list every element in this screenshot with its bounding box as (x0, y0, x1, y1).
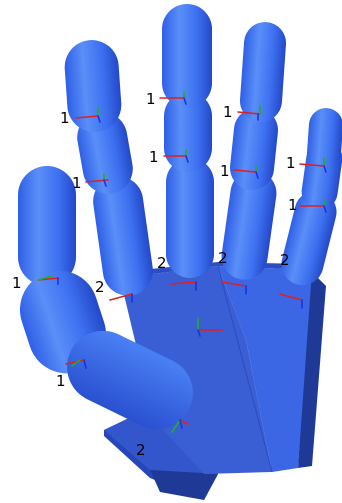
ring-finger (219, 21, 288, 283)
index-finger (63, 38, 156, 299)
label-middle-distal: 1 (146, 90, 156, 108)
label-index-distal: 1 (60, 109, 70, 127)
label-mcp-ring: 2 (218, 249, 228, 267)
label-thumb-mid: 1 (12, 274, 22, 292)
label-index-proximal: 1 (72, 174, 82, 192)
middle-finger (162, 4, 214, 278)
label-mcp-middle: 2 (157, 254, 167, 272)
label-thumb-base: 1 (56, 372, 66, 390)
label-mcp-index: 2 (95, 278, 105, 296)
label-mcp-pinky: 2 (280, 251, 290, 269)
label-pinky-proximal: 1 (288, 196, 298, 214)
label-ring-distal: 1 (223, 103, 233, 121)
label-thumb-cmc: 2 (136, 441, 146, 459)
label-middle-proximal: 1 (149, 148, 159, 166)
label-ring-proximal: 1 (220, 162, 230, 180)
label-pinky-distal: 1 (286, 154, 296, 172)
